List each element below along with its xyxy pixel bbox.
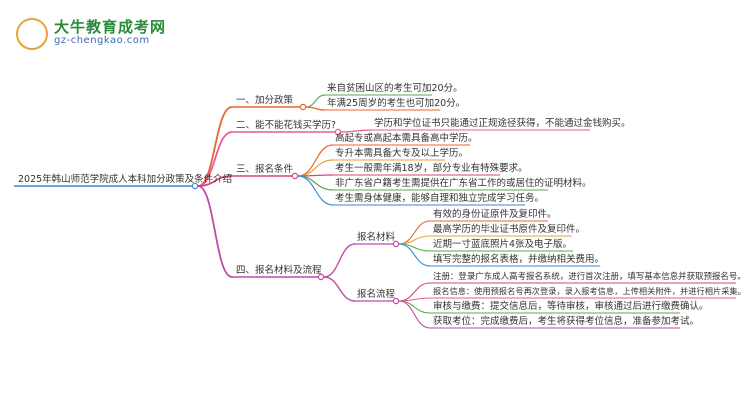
branch-2-node-dot [334,128,342,136]
branch-3-label: 三、报名条件 [236,164,294,175]
branch-4-group-1-label: 报名材料 [357,232,396,243]
branch-4-group-2-label: 报名流程 [357,289,396,300]
branch-1-leaf-1: 来自贫困山区的考生可加20分。 [327,83,463,94]
branch-4-node-dot [317,273,325,281]
logo-url: gz-chengkao.com [54,35,150,46]
branch-2-leaf-1: 学历和学位证书只能通过正规途径获得，不能通过金钱购买。 [374,118,631,129]
branch-4-group-1-leaf-4: 填写完整的报名表格，并缴纳相关费用。 [433,254,605,265]
branch-4-group-1-leaf-4-connector [398,243,431,267]
branch-4-group-1-leaf-2: 最高学历的毕业证书原件及复印件。 [433,224,586,235]
branch-3-leaf-1: 高起专或高起本需具备高中学历。 [335,133,478,144]
branch-3-node-dot [291,172,299,180]
branch-3-leaf-4: 非广东省户籍考生需提供在广东省工作的或居住的证明材料。 [335,178,592,189]
branch-4-group-1-node-dot [392,240,400,248]
branch-1-node-dot [299,103,307,111]
branch-3-connector [197,175,233,187]
branch-4-group-2-leaf-4: 获取考位：完成缴费后，考生将获得考位信息，准备参加考试。 [433,316,700,327]
logo-title: 大牛教育成考网 [54,18,167,36]
root-topic: 2025年韩山师范学院成人本科加分政策及条件介绍 [18,174,233,185]
branch-4-group-2-leaf-2-connector [398,297,431,302]
branch-4-group-2-connector [323,276,356,302]
branch-4-group-2-node-dot [392,297,400,305]
branch-4-group-1-leaf-3: 近期一寸蓝底照片4张及电子版。 [433,239,573,250]
branch-4-group-2-leaf-2: 报名信息：使用预报名号再次登录，录入报考信息，上传相关附件，并进行相片采集。 [433,286,746,296]
branch-3-leaf-4-connector [297,175,334,191]
root-node-dot [191,182,199,190]
branch-4-group-1-leaf-1: 有效的身份证原件及复印件。 [433,209,557,220]
branch-3-leaf-2-connector [297,159,334,177]
branch-1-leaf-2: 年满25周岁的考生也可加20分。 [327,98,466,109]
branch-2-leaf-1-connector [340,129,373,133]
branch-1-leaf-1-connector [305,94,326,108]
branch-3-leaf-3: 考生一般需年满18岁，部分专业有特殊要求。 [335,163,528,174]
branch-3-leaf-5-connector [297,175,334,206]
branch-3-leaf-5: 考生需身体健康，能够自理和独立完成学习任务。 [335,193,545,204]
branch-4-group-2-leaf-3-connector [398,300,431,314]
logo-mark-icon [16,18,48,50]
branch-4-label: 四、报名材料及流程 [236,265,322,276]
branch-2-label: 二、能不能花钱买学历? [236,120,337,131]
branch-4-group-2-leaf-3: 审核与缴费：提交信息后，等待审核，审核通过后进行缴费确认。 [433,301,709,312]
branch-2-connector [197,131,233,187]
branch-4-group-2-leaf-4-connector [398,300,431,329]
branch-3-leaf-2: 专升本需具备大专及以上学历。 [335,148,469,159]
branch-4-connector [197,185,233,278]
branch-1-leaf-2-connector [305,106,326,111]
branch-4-group-1-connector [323,243,356,278]
branch-1-label: 一、加分政策 [236,95,294,106]
branch-4-group-2-leaf-1: 注册：登录广东成人高考报名系统，进行首次注册，填写基本信息并获取预报名号。 [433,271,746,281]
